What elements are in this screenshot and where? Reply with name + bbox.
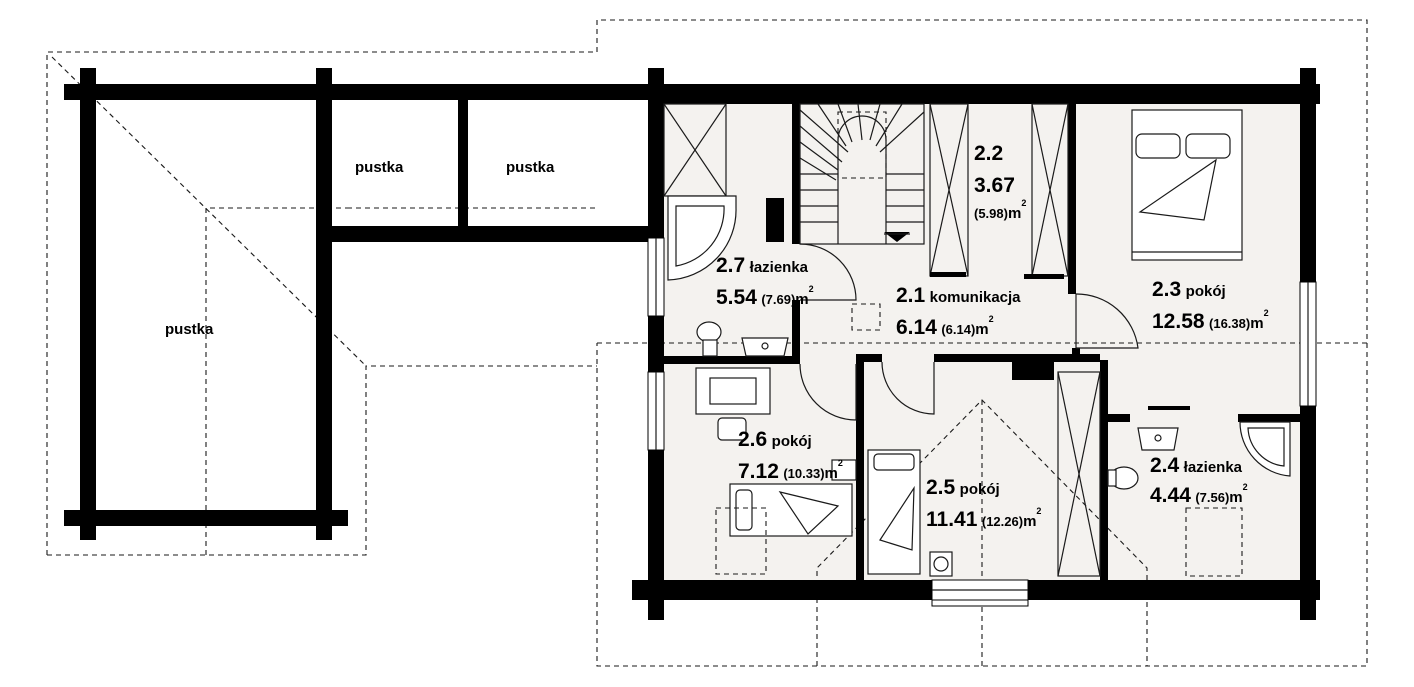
void-label-top-1: pustka: [355, 159, 404, 176]
room-area-2-3: 12.58 (16.38)m2: [1152, 308, 1269, 333]
room-area-2-6: 7.12 (10.33)m2: [738, 458, 843, 483]
room-area-2-7: 5.54 (7.69)m2: [716, 284, 814, 309]
room-area-2-2: 3.67: [974, 174, 1015, 197]
void-labels: pustka pustka pustka: [165, 159, 555, 338]
room-area-total-2-2: (5.98)m2: [974, 198, 1026, 222]
doors: [799, 243, 1139, 421]
room-label-2-1: 2.1 komunikacja: [896, 284, 1021, 307]
room-area-2-4: 4.44 (7.56)m2: [1150, 482, 1248, 507]
void-label-left: pustka: [165, 321, 214, 338]
closets: [663, 103, 1101, 577]
room-label-2-7: 2.7 łazienka: [716, 254, 809, 277]
void-label-top-2: pustka: [506, 159, 555, 176]
room-label-2-5: 2.5 pokój: [926, 476, 1000, 499]
room-label-2-4: 2.4 łazienka: [1150, 454, 1243, 477]
room-area-2-1: 6.14 (6.14)m2: [896, 314, 994, 339]
room-label-2-6: 2.6 pokój: [738, 428, 812, 451]
roof-outline: [46, 19, 1368, 667]
staircase: [799, 103, 925, 245]
room-label-2-2: 2.2: [974, 142, 1003, 165]
room-area-2-5: 11.41 (12.26)m2: [926, 506, 1041, 531]
windows: [647, 237, 1317, 607]
fixtures: [667, 109, 1291, 577]
room-label-2-3: 2.3 pokój: [1152, 278, 1226, 301]
room-labels: 2.7 łazienka 5.54 (7.69)m2 2.1 komunikac…: [716, 142, 1269, 531]
